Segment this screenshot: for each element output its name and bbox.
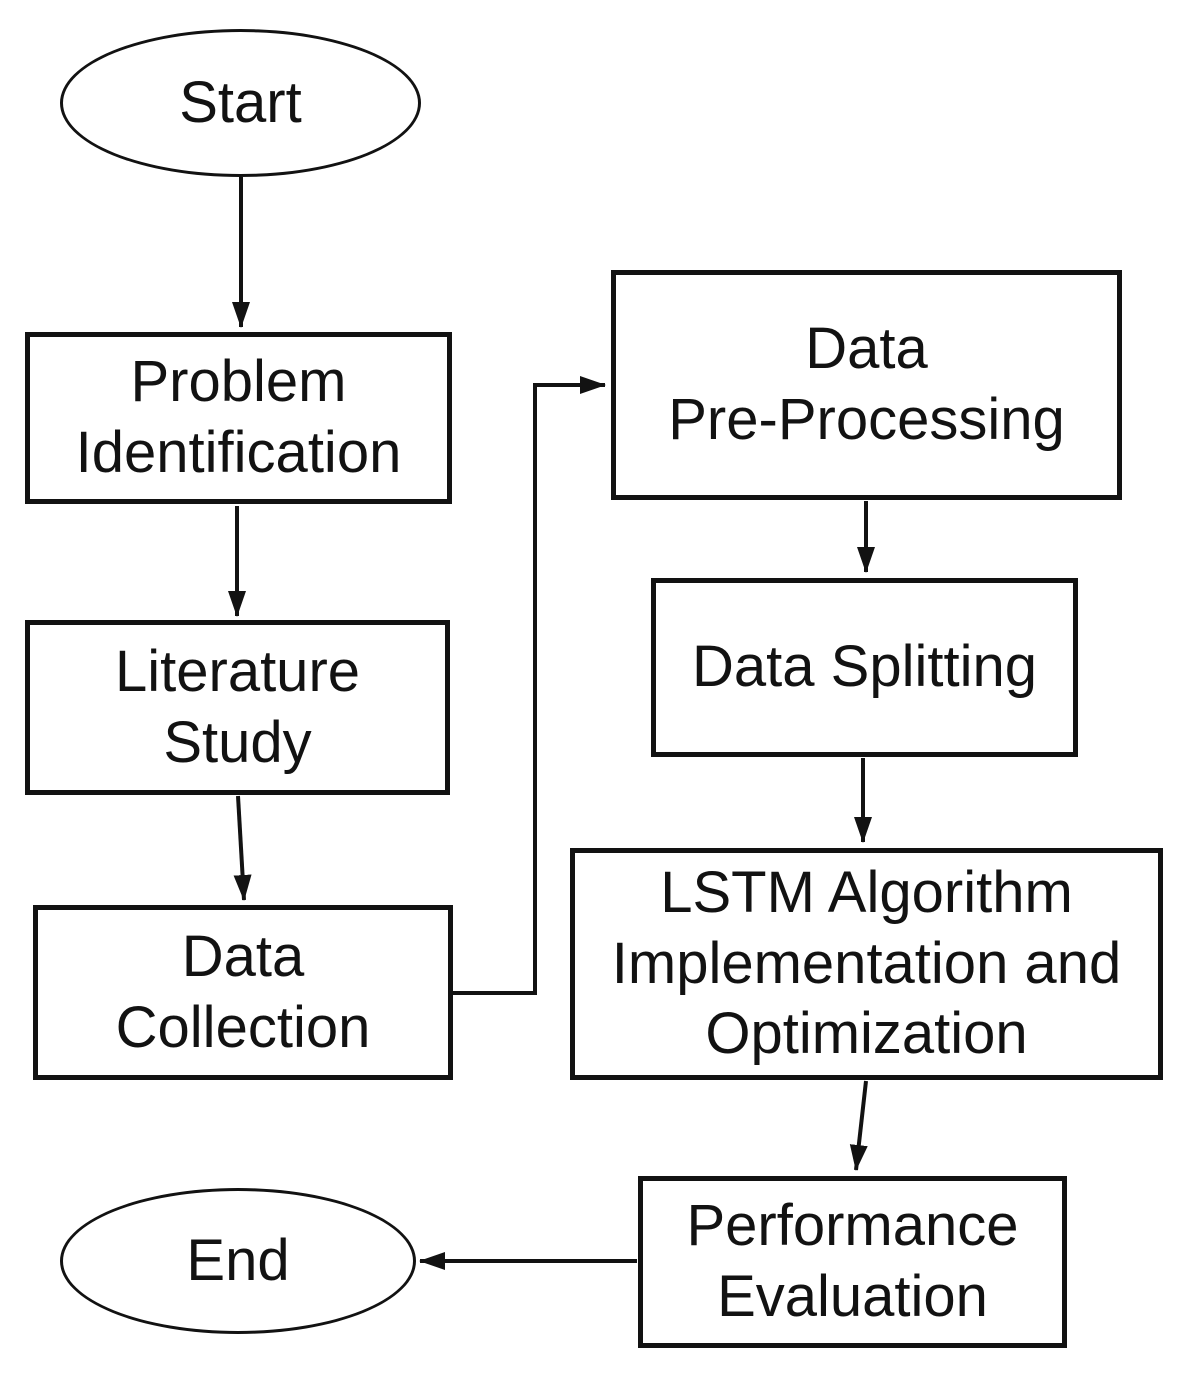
node-end: End — [60, 1188, 416, 1334]
node-problem-identification: Problem Identification — [25, 332, 452, 504]
node-data-splitting-label: Data Splitting — [692, 634, 1037, 700]
node-data-preprocessing-label: Data Pre-Processing — [668, 316, 1065, 452]
node-lstm-algorithm-label: LSTM Algorithm Implementation and Optimi… — [611, 859, 1122, 1067]
node-data-splitting: Data Splitting — [651, 578, 1078, 757]
node-literature-study-label: Literature Study — [114, 638, 361, 775]
node-end-label: End — [186, 1227, 290, 1293]
node-literature-study: Literature Study — [25, 620, 450, 795]
node-start-label: Start — [179, 69, 302, 135]
node-data-collection-label: Data Collection — [115, 923, 371, 1060]
edge-lstm-algorithm-to-performance-evaluation — [849, 1080, 868, 1171]
node-performance-evaluation-label: Performance Evaluation — [686, 1193, 1019, 1329]
node-data-collection: Data Collection — [33, 905, 453, 1080]
node-start: Start — [60, 29, 421, 177]
node-lstm-algorithm: LSTM Algorithm Implementation and Optimi… — [570, 848, 1163, 1080]
node-data-preprocessing: Data Pre-Processing — [611, 270, 1122, 500]
edge-literature-study-to-data-collection — [233, 795, 252, 901]
node-problem-identification-label: Problem Identification — [75, 349, 402, 485]
node-performance-evaluation: Performance Evaluation — [638, 1176, 1067, 1348]
